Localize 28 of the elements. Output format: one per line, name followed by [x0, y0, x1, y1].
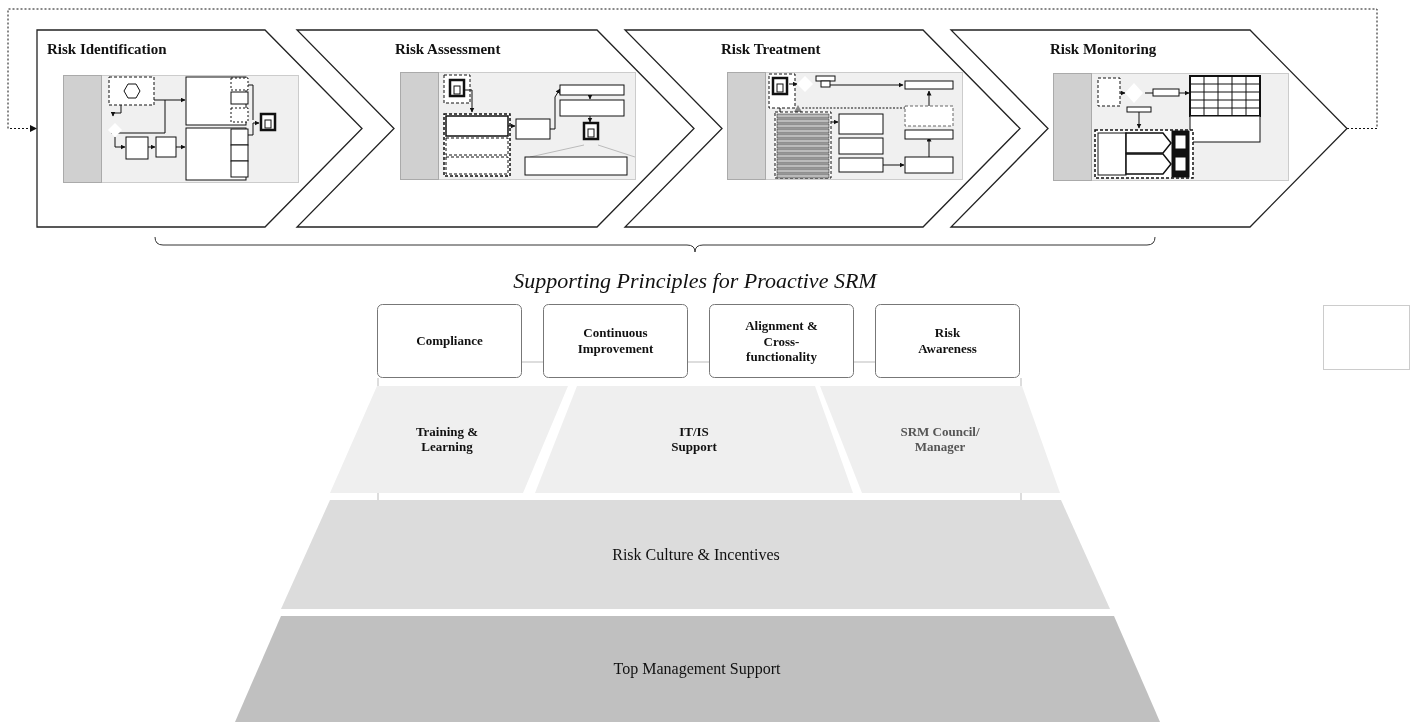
principle-label: Compliance [415, 333, 484, 349]
principle-box [377, 304, 522, 378]
principle-box [875, 304, 1020, 378]
process-stage-panel [625, 30, 1020, 227]
process-stage-panel [951, 30, 1347, 227]
principle-box [709, 304, 854, 378]
stage-title: Risk Assessment [395, 40, 502, 58]
foundation-layer [281, 500, 1110, 609]
principle-box [543, 304, 688, 378]
layer-label: IT/IS Support [670, 423, 718, 456]
section-caption: Supporting Principles for Proactive SRM [512, 268, 879, 295]
foundation-layer [330, 386, 568, 493]
stage-title: Risk Identification [47, 40, 168, 58]
principle-label: Risk Awareness [917, 325, 978, 357]
layer-label: Training & Learning [414, 423, 480, 456]
layer-label: SRM Council/ Manager [899, 423, 981, 456]
foundation-layer [820, 386, 1060, 493]
principle-label: Continuous Improvement [576, 325, 655, 357]
layer-label: Risk Culture & Incentives [611, 544, 781, 565]
process-stage-panel [37, 30, 362, 227]
stage-title: Risk Monitoring [1050, 40, 1158, 58]
stage-title: Risk Treatment [721, 40, 822, 58]
process-stage-panel [297, 30, 694, 227]
loop-arrow [7, 8, 1378, 132]
principle-label: Alignment & Cross-functionality [744, 317, 819, 365]
foundation-layer [235, 616, 1160, 722]
empty-box [1323, 305, 1410, 370]
layer-label: Top Management Support [612, 659, 782, 679]
